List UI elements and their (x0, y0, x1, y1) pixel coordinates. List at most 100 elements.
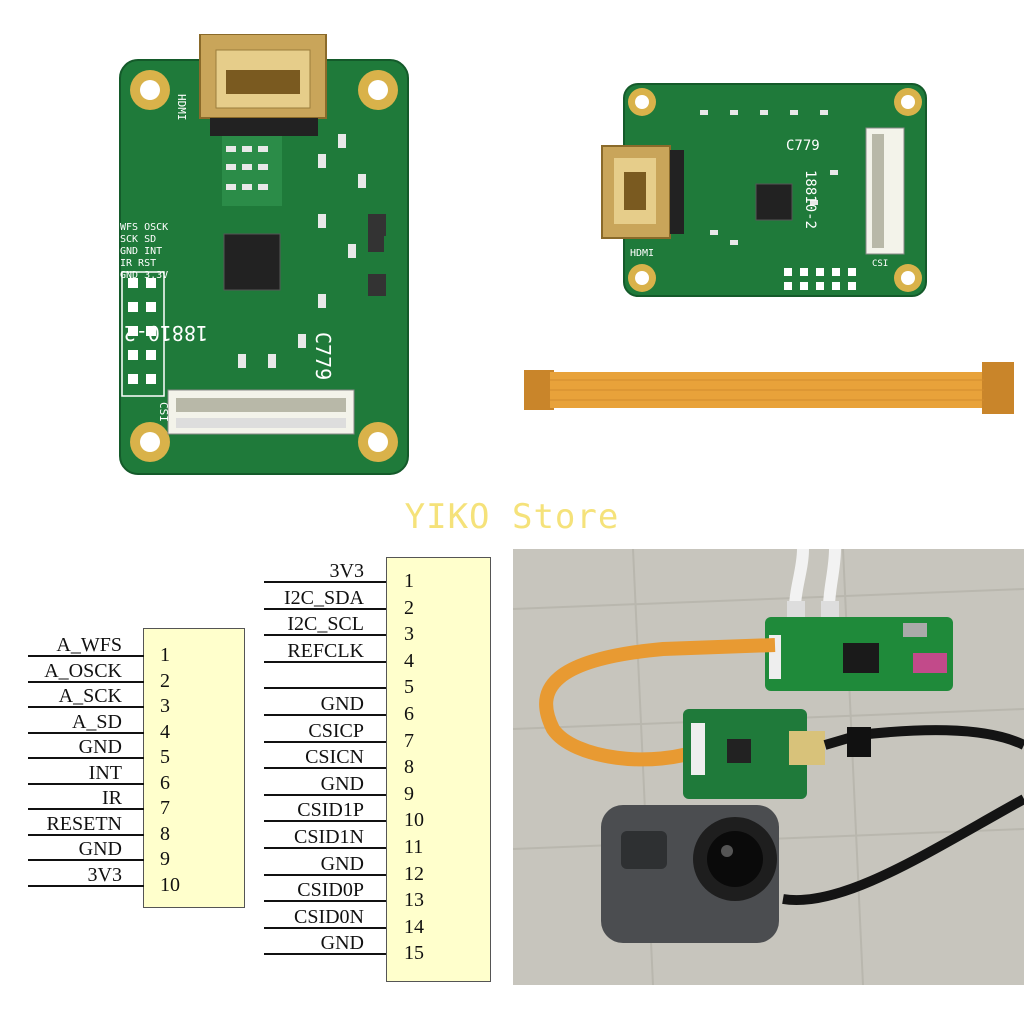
pin-number: 5 (160, 746, 170, 768)
pin-number: 3 (160, 695, 170, 717)
pin-number: 6 (404, 703, 414, 725)
pin-name: CSID0N (293, 905, 364, 928)
mount-hole-icon (628, 88, 922, 292)
pin-number: 13 (404, 889, 424, 912)
pin-line (264, 900, 386, 903)
pin-name: CSID1N (293, 826, 364, 848)
pin-line (28, 859, 144, 861)
pin-name: GND (320, 693, 364, 715)
mount-hole-icon (130, 70, 398, 462)
pi-zero-icon (765, 617, 953, 691)
chip-id-label: 18810-2 (124, 321, 208, 345)
pin-line (264, 687, 386, 690)
pin-name: CSID1P (297, 799, 364, 822)
left-pinout-box (143, 628, 245, 908)
hdmi-label: HDMI (175, 94, 188, 121)
pin-line (264, 607, 386, 610)
pin-name: RESETN (46, 812, 122, 835)
pin-name: I2C_SCL (287, 613, 364, 636)
pin-name: CSICN (305, 746, 364, 769)
pin-header-icon (121, 271, 165, 397)
hdmi-connector-icon (199, 33, 327, 136)
pin-name: GND (78, 838, 122, 860)
csi-connector-icon (865, 127, 905, 255)
usage-photo-drawing (513, 549, 1024, 985)
pin-line (264, 847, 386, 849)
pin-number: 10 (160, 873, 180, 896)
hdmi-label: HDMI (630, 248, 654, 259)
pin-line (264, 634, 386, 637)
pin-number: 12 (404, 862, 424, 885)
pin-line (264, 714, 386, 716)
pin-name: 3V3 (87, 863, 122, 886)
pin-number: 8 (160, 822, 170, 845)
pin-number: 2 (160, 669, 170, 692)
pin-line (264, 767, 386, 770)
pin-line (28, 833, 144, 836)
pin-number: 8 (404, 756, 414, 779)
pin-name: A_WFS (56, 634, 122, 656)
pin-name: INT (88, 761, 122, 784)
pin-number: 2 (404, 596, 414, 619)
pin-number: 1 (160, 644, 170, 666)
pin-line (28, 808, 144, 810)
hdmi-connector-icon (601, 145, 684, 239)
pin-name: REFCLK (287, 639, 364, 662)
board-large-drawing: HDMI C779 18810-2 CSI WFS OSCK SCK SD GN… (119, 33, 409, 475)
pin-line (264, 820, 386, 823)
ribbon-cable (520, 358, 1020, 418)
pin-number: 5 (404, 676, 414, 699)
action-camera-icon (601, 805, 779, 943)
board-large: HDMI C779 18810-2 CSI WFS OSCK SCK SD GN… (118, 33, 410, 476)
usage-photo (513, 549, 1024, 985)
pin-line (264, 581, 386, 583)
pin-name: GND (320, 852, 364, 875)
pin-name: I2C_SDA (283, 586, 364, 609)
pin-number: 9 (404, 782, 414, 805)
pin-name: IR (102, 787, 122, 809)
pin-name: A_SCK (58, 685, 122, 707)
pin-number: 3 (404, 623, 414, 646)
header-label: GND 3.3V (120, 270, 168, 281)
pin-number: 6 (160, 771, 170, 794)
pin-number: 15 (404, 942, 424, 965)
board-small: HDMI C779 18810-2 CSI (600, 80, 930, 300)
csi-connector-icon (167, 389, 355, 435)
pin-number: 4 (160, 720, 170, 743)
model-label: C779 (786, 138, 820, 154)
store-watermark: YIKO Store (404, 497, 620, 537)
chip-id-label: 18810-2 (802, 170, 818, 229)
pin-line (264, 873, 386, 876)
converter-board-icon (683, 709, 825, 799)
pin-line (28, 706, 144, 708)
header-label: WFS OSCK (120, 222, 168, 233)
pin-line (28, 884, 144, 887)
model-label: C779 (311, 332, 335, 380)
pin-line (264, 660, 386, 663)
pin-name: A_OSCK (44, 659, 122, 682)
pin-line (264, 793, 386, 796)
pin-name: CSICP (308, 719, 364, 742)
board-small-drawing: HDMI C779 18810-2 CSI (601, 83, 927, 297)
header-label: SCK SD (120, 234, 156, 245)
pin-name: 3V3 (329, 560, 364, 582)
pin-line (28, 782, 144, 785)
header-label: IR RST (120, 258, 156, 269)
csi-label: CSI (157, 402, 170, 422)
pin-number: 11 (404, 836, 424, 858)
pin-line (264, 740, 386, 743)
csi-label: CSI (872, 259, 888, 269)
pin-number: 14 (404, 915, 424, 938)
pin-number: 9 (160, 848, 170, 870)
pin-line (264, 926, 386, 929)
pin-line (28, 655, 144, 657)
header-label: GND INT (120, 246, 162, 257)
pin-name: CSID0P (297, 879, 364, 902)
pin-number: 7 (404, 729, 414, 752)
pin-number: 4 (404, 649, 414, 672)
pin-name: GND (78, 736, 122, 758)
right-pinout-box (386, 557, 491, 982)
pin-number: 1 (404, 570, 414, 592)
pin-number: 7 (160, 797, 170, 819)
pin-name: A_SD (71, 710, 122, 733)
